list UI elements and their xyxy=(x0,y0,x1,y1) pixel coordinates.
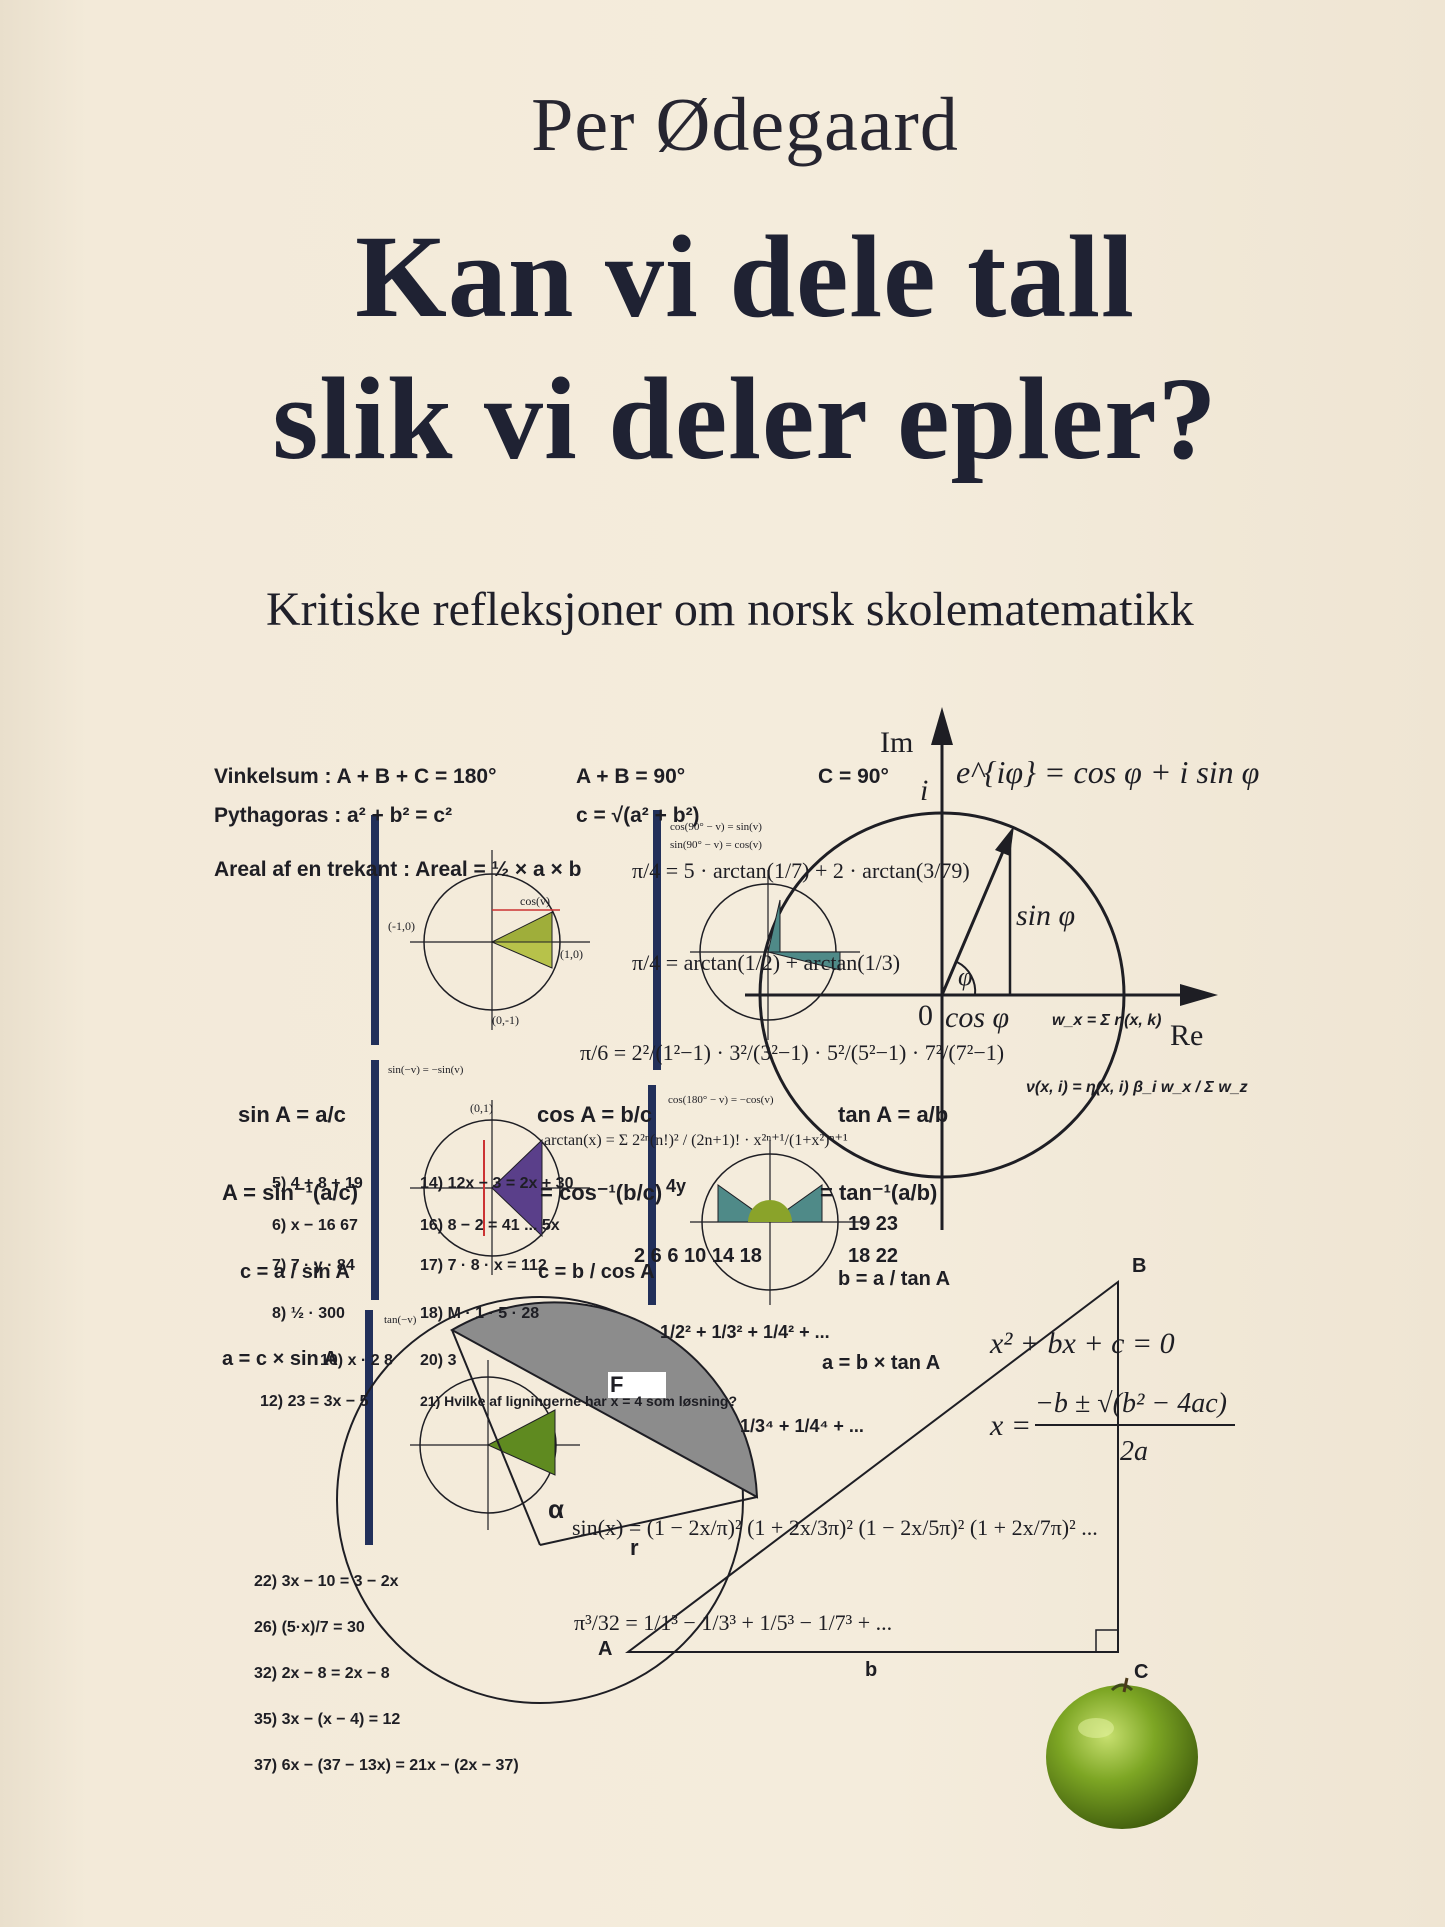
nu-formula: ν(x, i) = η(x, i) β_i w_x / Σ w_z xyxy=(1026,1079,1248,1096)
i-axis-label: i xyxy=(920,774,928,807)
c-sinA-formula: c = a / sin A xyxy=(240,1261,350,1283)
exercise-35: 35) 3x − (x − 4) = 12 xyxy=(254,1711,400,1728)
fraction-row-b: 2 6 6 10 14 18 xyxy=(634,1245,762,1267)
a-btanA-formula: a = b × tan A xyxy=(822,1352,940,1374)
segment-F-label: F xyxy=(610,1372,623,1397)
vertex-C-label: C xyxy=(1134,1661,1148,1683)
exercise-20: 20) 3 xyxy=(420,1352,457,1369)
sin-neg-identity: sin(−v) = −sin(v) xyxy=(388,1064,464,1076)
exercise-12: 12) 23 = 3x − 5 xyxy=(260,1393,369,1410)
collage-bar-3 xyxy=(365,1310,373,1545)
tan-neg-identity: tan(−v) xyxy=(384,1314,417,1326)
cos180-identity: cos(180° − v) = −cos(v) xyxy=(668,1094,774,1106)
a-csinA-formula: a = c × sin A xyxy=(222,1348,338,1370)
origin-label: 0 xyxy=(918,999,933,1032)
exercise-18: 18) M · 1 · 5 · 28 xyxy=(420,1305,539,1322)
sine-product: sin(x) = (1 − 2x/π)² (1 + 2x/3π)² (1 − 2… xyxy=(572,1515,1098,1540)
pythagoras-formula: Pythagoras : a² + b² = c² xyxy=(214,804,452,827)
pi3-series: π³/32 = 1/1³ − 1/3³ + 1/5³ − 1/7³ + ... xyxy=(574,1610,892,1635)
zeta4-series: 1/3⁴ + 1/4⁴ + ... xyxy=(740,1416,864,1436)
exercise-22: 22) 3x − 10 = 3 − 2x xyxy=(254,1573,399,1590)
b-tanA-formula: b = a / tan A xyxy=(838,1268,950,1290)
exercise-21: 21) Hvilke af ligningerne har x = 4 som … xyxy=(420,1393,737,1409)
sin-phi-label: sin φ xyxy=(1016,899,1075,932)
unit-circle-4 xyxy=(690,1140,860,1305)
unit-label-3: cos(v) xyxy=(520,894,550,908)
fraction-row-d: 18 22 xyxy=(848,1245,898,1267)
collage-bar-2 xyxy=(371,1060,379,1300)
euler-formula: e^{iφ} = cos φ + i sin φ xyxy=(956,754,1259,790)
fraction-row-a: 4y xyxy=(666,1176,686,1196)
exercise-10: 10) x · 2 8 xyxy=(320,1352,393,1369)
exercise-list: 5) 4 + 8 + 19 6) x − 16 67 7) 7 · y · 84… xyxy=(254,1175,737,1774)
exercise-17: 17) 7 · 8 · x = 112 xyxy=(420,1257,547,1274)
unit-circle-3 xyxy=(690,870,860,1040)
sinA-formula: sin A = a/c xyxy=(238,1102,346,1127)
book-title-line-1: Kan vi dele tall xyxy=(355,211,1135,342)
A-arctan-formula: = tan⁻¹(a/b) xyxy=(820,1180,937,1205)
pi6-product: π/6 = 2²/(1²−1) · 3²/(3²−1) · 5²/(5²−1) … xyxy=(580,1040,1004,1065)
vertex-B-label: B xyxy=(1132,1255,1146,1277)
exercise-37: 37) 6x − (37 − 13x) = 21x − (2x − 37) xyxy=(254,1757,519,1774)
radius-label: r xyxy=(630,1535,639,1560)
unit-label-1: (-1,0) xyxy=(388,919,415,933)
exercise-6: 6) x − 16 67 xyxy=(272,1217,358,1234)
ab90-formula: A + B = 90° xyxy=(576,765,685,788)
exercise-14: 14) 12x − 3 = 2x + 30 xyxy=(420,1175,574,1192)
vertex-A-label: A xyxy=(598,1638,612,1660)
unit-label-2: (1,0) xyxy=(560,947,583,961)
alpha-label: α xyxy=(548,1494,564,1524)
re-axis-label: Re xyxy=(1170,1019,1203,1052)
collage-bar-1 xyxy=(371,815,379,1045)
quadratic-equation: x² + bx + c = 0 xyxy=(989,1327,1175,1360)
c-root-formula: c = √(a² + b²) xyxy=(576,804,700,827)
A-arcsin-formula: A = sin⁻¹(a/c) xyxy=(222,1180,358,1205)
cos90-identity: cos(90° − v) = sin(v) xyxy=(670,821,762,833)
arctan-series: arctan(x) = Σ 2²ⁿ(n!)² / (2n+1)! · x²ⁿ⁺¹… xyxy=(544,1132,848,1149)
exercise-26: 26) (5·x)/7 = 30 xyxy=(254,1619,365,1636)
exercise-16: 16) 8 − 2 = 41 ... 5x xyxy=(420,1217,560,1234)
A-arccos-formula: = cos⁻¹(b/c) xyxy=(540,1180,662,1205)
unit-label-4: (0,-1) xyxy=(492,1013,519,1027)
exercise-5: 5) 4 + 8 + 19 xyxy=(272,1175,363,1192)
tanA-formula: tan A = a/b xyxy=(838,1102,948,1127)
apple-icon xyxy=(1046,1677,1198,1829)
phi-label: φ xyxy=(958,962,972,991)
arctan-formula-2: π/4 = arctan(1/2) + arctan(1/3) xyxy=(632,950,900,975)
areal-formula: Areal af en trekant : Areal = ½ × a × b xyxy=(214,858,581,881)
unit-circle-5 xyxy=(410,1360,580,1530)
sin90-identity: sin(90° − v) = cos(v) xyxy=(670,839,762,851)
vinkelsum-formula: Vinkelsum : A + B + C = 180° xyxy=(214,765,497,788)
unit-circle-1: (-1,0) (1,0) cos(v) (0,-1) xyxy=(388,850,590,1030)
c-cosA-formula: c = b / cos A xyxy=(538,1261,655,1283)
zeta-series: 1/2² + 1/3² + 1/4² + ... xyxy=(660,1322,830,1342)
book-title-line-2: slik vi deler epler? xyxy=(272,353,1218,484)
arctan-formula-1: π/4 = 5 · arctan(1/7) + 2 · arctan(3/79) xyxy=(632,858,970,883)
quadratic-x: x = xyxy=(989,1409,1031,1442)
im-axis-label: Im xyxy=(880,726,913,759)
collage-bar-4 xyxy=(653,810,661,1070)
book-subtitle: Kritiske refleksjoner om norsk skolemate… xyxy=(266,583,1194,636)
wx-formula: w_x = Σ η(x, k) xyxy=(1052,1012,1161,1029)
quadratic-denominator: 2a xyxy=(1120,1436,1148,1467)
author-name: Per Ødegaard xyxy=(531,83,959,167)
unit-circle-2: (0,1) xyxy=(410,1100,590,1275)
geometry-figure: F α r A B C b xyxy=(336,1255,1148,1704)
unit-label-5: (0,1) xyxy=(470,1101,493,1115)
quadratic-numerator: −b ± √(b² − 4ac) xyxy=(1035,1388,1227,1419)
exercise-7: 7) 7 · y · 84 xyxy=(272,1257,355,1274)
exercise-32: 32) 2x − 8 = 2x − 8 xyxy=(254,1665,390,1682)
cos-phi-label: cos φ xyxy=(945,1001,1009,1034)
fraction-row-c: 19 23 xyxy=(848,1213,898,1235)
side-b-label: b xyxy=(865,1659,877,1681)
cosA-formula: cos A = b/c xyxy=(537,1102,652,1127)
collage-bar-5 xyxy=(648,1085,656,1305)
c90-formula: C = 90° xyxy=(818,765,889,788)
exercise-8: 8) ½ · 300 xyxy=(272,1305,345,1322)
